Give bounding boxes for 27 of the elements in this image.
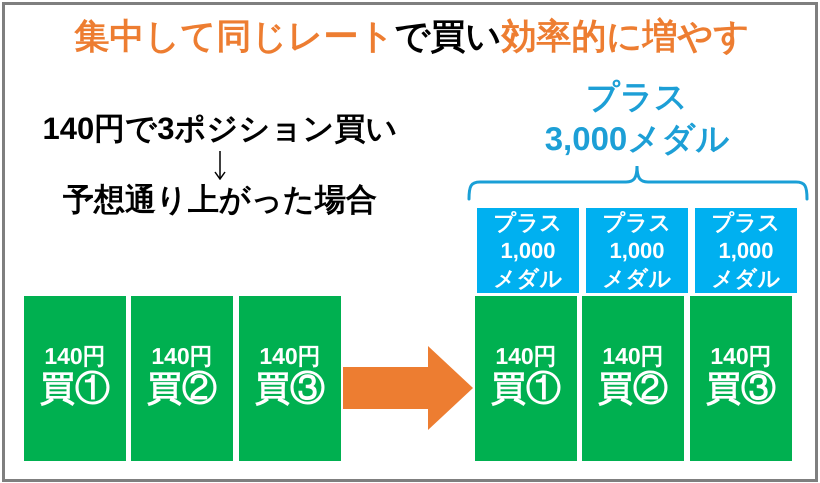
bonus-box: プラス1,000メダル (586, 208, 688, 293)
position-label: 買① (40, 369, 110, 409)
position-label: 買③ (706, 369, 776, 409)
step-text: 140円で3ポジション買い (42, 110, 398, 148)
price-label: 140円 (710, 343, 772, 369)
title: 集中して同じレートで買い効率的に増やす (74, 17, 750, 57)
position-label: 買① (491, 369, 561, 409)
price-label: 140円 (602, 343, 664, 369)
position-box (24, 296, 126, 461)
step-text: 予想通り上がった場合 (63, 182, 377, 218)
arrow (214, 151, 226, 180)
price-label: 140円 (44, 343, 106, 369)
bonus-box: プラス1,000メダル (477, 208, 579, 293)
position-box (582, 296, 684, 461)
bonus-box: プラス1,000メダル (695, 208, 797, 293)
position-label: 買② (147, 369, 217, 409)
block-arrow (343, 346, 473, 430)
price-label: 140円 (151, 343, 213, 369)
position-box (131, 296, 233, 461)
bonus-total-label: プラス3,000メダル (544, 77, 730, 159)
price-label: 140円 (259, 343, 321, 369)
position-box (690, 296, 792, 461)
price-label: 140円 (495, 343, 557, 369)
position-label: 買③ (255, 369, 325, 409)
position-label: 買② (598, 369, 668, 409)
position-box (475, 296, 577, 461)
position-box (239, 296, 341, 461)
